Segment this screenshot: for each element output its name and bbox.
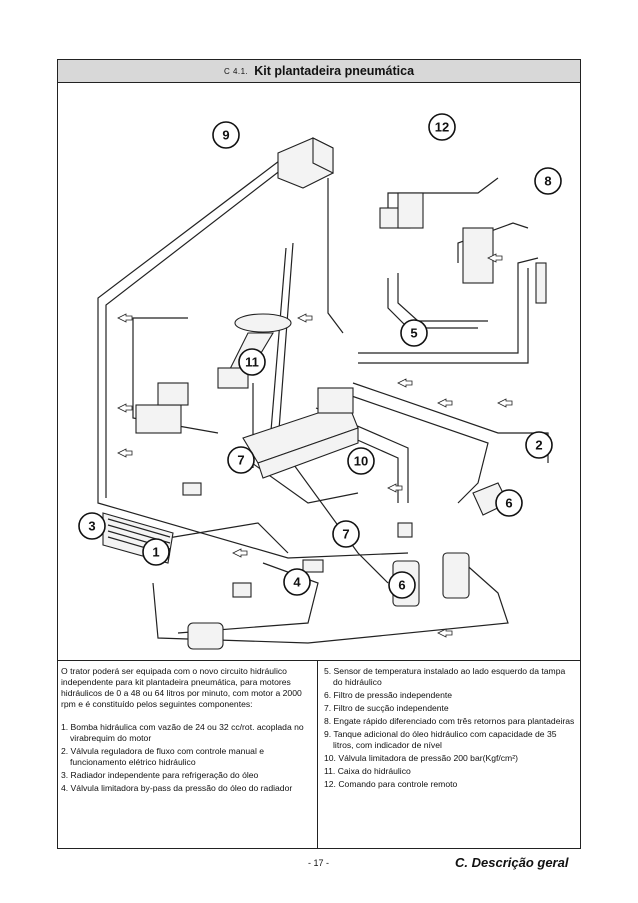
callout-6-lower: 6	[388, 571, 416, 599]
callout-11-label: 11	[245, 355, 259, 370]
page-title: Kit plantadeira pneumática	[254, 64, 415, 78]
callout-2-label: 2	[535, 438, 542, 453]
list-item: 12. Comando para controle remoto	[324, 779, 458, 789]
quick-coupler	[535, 262, 547, 304]
callout-7: 7	[227, 446, 255, 474]
list-item: 4. Válvula limitadora by-pass da pressão…	[61, 783, 293, 793]
callout-9-label: 9	[222, 128, 229, 143]
callout-6-lower-label: 6	[398, 578, 405, 593]
list-item: 1. Bomba hidráulica com vazão de 24 ou 3…	[61, 722, 304, 743]
list-item: 9. Tanque adicional do óleo hidráulico c…	[324, 729, 557, 750]
intro-paragraph: O trator poderá ser equipada com o novo …	[61, 666, 302, 709]
callout-5: 5	[400, 319, 428, 347]
pump-left	[135, 382, 189, 434]
callout-7-label: 7	[237, 453, 244, 468]
callout-2: 2	[525, 431, 553, 459]
title-bar: C 4.1. Kit plantadeira pneumática	[58, 60, 580, 83]
callout-7-lower-label: 7	[342, 527, 349, 542]
callout-6-right: 6	[495, 489, 523, 517]
callout-10-label: 10	[354, 454, 368, 469]
page-frame: C 4.1. Kit plantadeira pneumática	[57, 59, 581, 849]
callout-8: 8	[534, 167, 562, 195]
hydraulic-diagram: 9 12 8 11 5 7 10 2	[78, 113, 562, 650]
callout-4-label: 4	[293, 575, 301, 590]
callout-7-lower: 7	[332, 520, 360, 548]
callout-12: 12	[428, 113, 456, 141]
list-item: 5. Sensor de temperatura instalado ao la…	[324, 666, 566, 687]
hydraulic-box	[242, 387, 359, 479]
tank-component	[277, 137, 334, 189]
callout-1-label: 1	[152, 545, 159, 560]
flow-arrows	[117, 253, 513, 638]
list-item: 2. Válvula reguladora de fluxo com contr…	[61, 746, 265, 767]
main-pump	[187, 622, 224, 650]
callout-9: 9	[212, 121, 240, 149]
list-item: 7. Filtro de sucção independente	[324, 703, 449, 713]
small-valves	[182, 482, 413, 598]
left-column: O trator poderá ser equipada com o novo …	[61, 666, 313, 796]
section-title: C. Descrição geral	[455, 855, 569, 870]
callout-5-label: 5	[410, 326, 417, 341]
page-number: - 17 -	[308, 858, 330, 868]
callout-4: 4	[283, 568, 311, 596]
column-divider	[317, 661, 318, 848]
callout-1: 1	[142, 538, 170, 566]
list-item: 6. Filtro de pressão independente	[324, 690, 453, 700]
callout-8-label: 8	[544, 174, 551, 189]
callout-11: 11	[238, 348, 266, 376]
section-code: C 4.1.	[223, 66, 249, 76]
callout-12-label: 12	[435, 120, 449, 135]
remote-control-valve	[379, 192, 494, 284]
callout-10: 10	[347, 447, 375, 475]
pipe-network	[97, 157, 549, 644]
left-component-list: 1. Bomba hidráulica com vazão de 24 ou 3…	[61, 722, 313, 794]
list-item: 8. Engate rápido diferenciado com três r…	[324, 716, 575, 726]
right-component-list: 5. Sensor de temperatura instalado ao la…	[324, 666, 576, 790]
right-column: 5. Sensor de temperatura instalado ao la…	[324, 666, 576, 792]
description-area: O trator poderá ser equipada com o novo …	[58, 660, 580, 848]
callout-3: 3	[78, 512, 106, 540]
callout-3-label: 3	[88, 519, 95, 534]
list-item: 11. Caixa do hidráulico	[324, 766, 411, 776]
list-item: 3. Radiador independente para refrigeraç…	[61, 770, 259, 780]
callout-6-label: 6	[505, 496, 512, 511]
list-item: 10. Válvula limitadora de pressão 200 ba…	[324, 753, 518, 763]
